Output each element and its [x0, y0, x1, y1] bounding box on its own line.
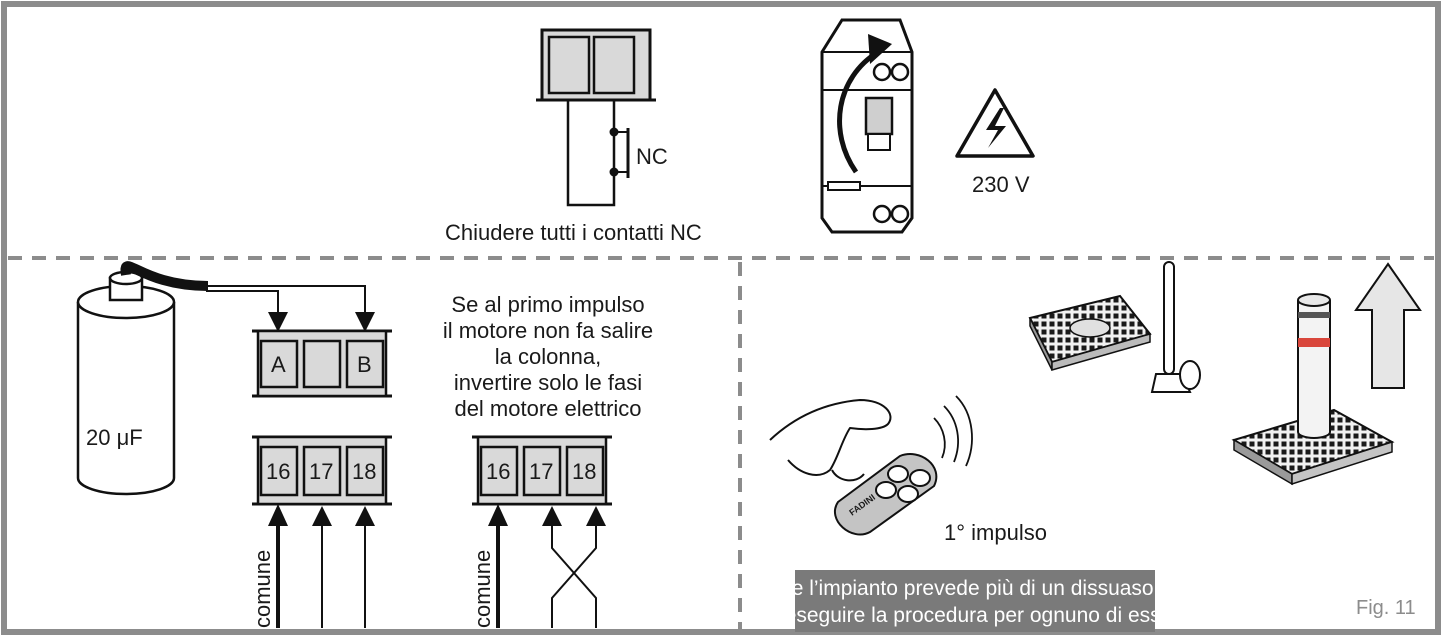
terminal-17-right: 17: [529, 459, 553, 484]
notice-box: Se l’impianto prevede più di un dissuaso…: [778, 570, 1173, 632]
circuit-breaker: [820, 18, 914, 234]
terminal-17-left: 17: [309, 459, 333, 484]
up-arrow-icon: [1354, 262, 1422, 389]
svg-text:invertire solo le fasi: invertire solo le fasi: [454, 370, 642, 395]
terminal-block-left: 16 17 18 comune: [250, 435, 392, 628]
nc-contact-diagram: NC Chiudere tutti i contatti NC: [445, 28, 702, 245]
svg-text:del motore elettrico: del motore elettrico: [454, 396, 641, 421]
common-label-left: comune: [250, 550, 275, 628]
common-label-right: comune: [470, 550, 495, 628]
nc-label: NC: [636, 144, 668, 169]
remote-control: FADINI: [834, 453, 938, 536]
figure-label: Fig. 11: [1356, 597, 1416, 619]
capacitor-label: 20 μF: [86, 425, 143, 450]
control-plate: [1028, 294, 1152, 371]
terminal-block-swapped: 16 17 18 comune: [470, 435, 612, 628]
antenna: [1150, 261, 1201, 393]
terminal-18-left: 18: [352, 459, 376, 484]
svg-text:Se l’impianto prevede più di u: Se l’impianto prevede più di un dissuaso…: [778, 577, 1173, 600]
terminal-b-label: B: [357, 352, 372, 377]
svg-text:la colonna,: la colonna,: [495, 344, 601, 369]
terminal-a-label: A: [271, 352, 286, 377]
terminal-block-ab: A B: [252, 329, 392, 398]
bollard: [1231, 293, 1395, 486]
terminal-18-right: 18: [572, 459, 596, 484]
svg-text:Se al primo impulso: Se al primo impulso: [451, 292, 644, 317]
impulse-label: 1° impulso: [944, 520, 1047, 545]
high-voltage-warning-icon: [955, 88, 1035, 158]
capacitor: 20 μF: [76, 261, 375, 496]
signal-waves-icon: [933, 395, 973, 467]
voltage-label: 230 V: [972, 172, 1030, 197]
terminal-16-left: 16: [266, 459, 290, 484]
phase-inversion-note: Se al primo impulso il motore non fa sal…: [443, 292, 653, 421]
hand-icon: [769, 399, 892, 482]
nc-caption: Chiudere tutti i contatti NC: [445, 220, 702, 245]
svg-text:eseguire la procedura per ognu: eseguire la procedura per ognuno di essi: [785, 604, 1166, 627]
terminal-16-right: 16: [486, 459, 510, 484]
svg-text:il motore non fa salire: il motore non fa salire: [443, 318, 653, 343]
